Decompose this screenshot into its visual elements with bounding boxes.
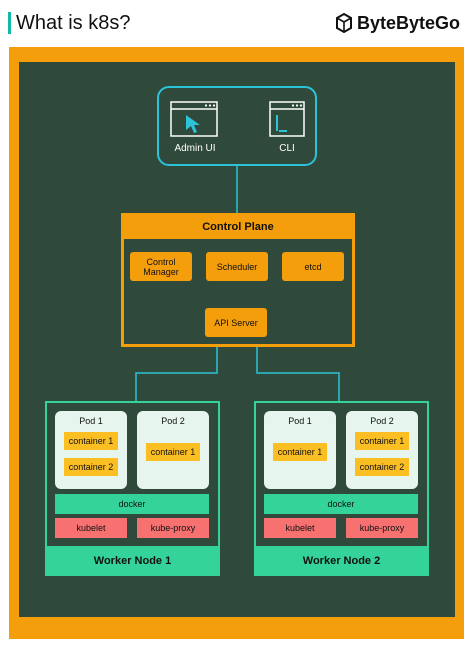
admin-ui-window-icon (170, 101, 218, 137)
container-box: container 1 (64, 432, 118, 450)
pod-label: Pod 2 (370, 416, 394, 426)
brand-cube-icon (335, 13, 352, 33)
docker-runtime-bar: docker (55, 494, 209, 514)
pod-label: Pod 1 (79, 416, 103, 426)
worker-node-1-label: Worker Node 1 (45, 546, 220, 576)
container-box: container 2 (64, 458, 118, 476)
brand-logo: ByteByteGo (335, 12, 460, 34)
kubelet-box: kubelet (55, 518, 127, 538)
worker-1-pod-1 (55, 411, 127, 489)
header-accent-bar (8, 12, 11, 34)
container-box: container 1 (355, 432, 409, 450)
etcd-box: etcd (282, 252, 344, 281)
docker-runtime-bar: docker (264, 494, 418, 514)
control-plane-title: Control Plane (202, 221, 274, 233)
container-box: container 1 (146, 443, 200, 461)
api-server-box: API Server (205, 308, 267, 337)
api-to-worker1-line (135, 337, 218, 401)
user-interfaces-box: Admin UI CLI (157, 86, 317, 166)
container-box: container 2 (355, 458, 409, 476)
pod-label: Pod 2 (161, 416, 185, 426)
page-title: What is k8s? (16, 12, 131, 34)
worker-node-2-label: Worker Node 2 (254, 546, 429, 576)
worker-2-pod-2 (346, 411, 418, 489)
kube-proxy-box: kube-proxy (346, 518, 418, 538)
kube-proxy-box: kube-proxy (137, 518, 209, 538)
pod-label: Pod 1 (288, 416, 312, 426)
brand-name: ByteByteGo (356, 13, 460, 33)
api-to-worker2-line (256, 337, 340, 401)
controller-manager-box: Control Manager (130, 252, 192, 281)
scheduler-box: Scheduler (206, 252, 268, 281)
container-box: container 1 (273, 443, 327, 461)
kubelet-box: kubelet (264, 518, 336, 538)
cli-label: CLI (279, 143, 295, 154)
admin-ui-label: Admin UI (174, 143, 216, 154)
control-plane-header (121, 213, 355, 239)
cli-terminal-icon (269, 101, 305, 137)
